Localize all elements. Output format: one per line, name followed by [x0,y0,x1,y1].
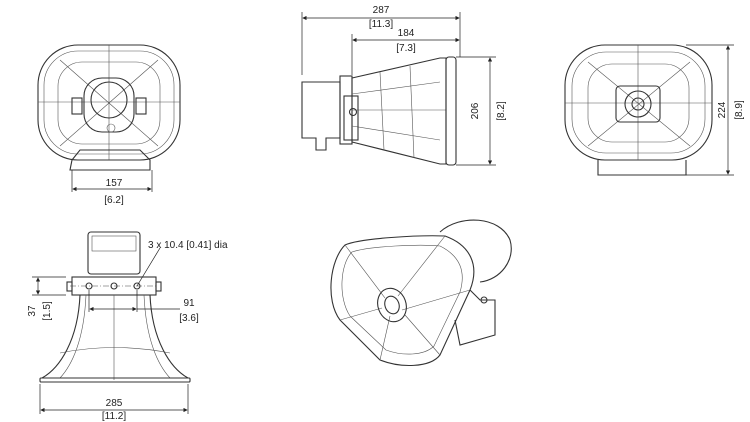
isometric-view [330,219,512,367]
band-height-mm: 37 [27,305,38,317]
hole-spacing-in: [3.6] [179,313,199,324]
top-view: 3 x 10.4 [0.41] dia 37 [1.5] 91 [3.6] 28… [27,231,228,422]
side-depth-in: [11.3] [369,19,393,30]
rear-height-in: [8.9] [734,100,745,120]
side-view: 287 [11.3] 184 [7.3] 206 [8.2] [301,5,507,166]
side-horn-mm: 184 [398,28,415,39]
front-width-in: [6.2] [104,195,124,206]
band-height-in: [1.5] [42,301,53,321]
rear-height-mm: 224 [717,101,728,118]
hole-spacing-mm: 91 [183,298,195,309]
side-horn-in: [7.3] [396,43,416,54]
holes-callout: 3 x 10.4 [0.41] dia [148,240,228,251]
top-width-in: [11.2] [102,411,126,422]
side-height-in: [8.2] [496,101,507,121]
top-width-mm: 285 [106,398,123,409]
front-view: 157 [6.2] [37,44,181,206]
side-height-mm: 206 [470,102,481,119]
side-depth-mm: 287 [373,5,390,16]
front-width-mm: 157 [106,178,123,189]
rear-view: 224 [8.9] [564,44,745,176]
